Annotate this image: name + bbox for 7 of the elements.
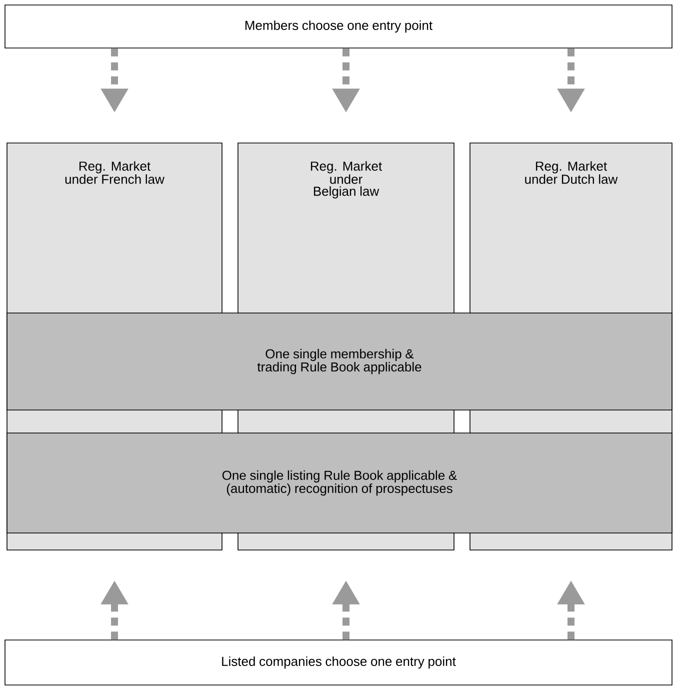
- entry-box: Listed companies choose one entry point: [4, 640, 672, 686]
- rule-band: One single listing Rule Book applicable & (automatic) recognition of prospectuses: [6, 432, 672, 534]
- entry-box: Members choose one entry point: [4, 4, 672, 48]
- column-label: Reg. Market under Belgian law: [310, 161, 382, 198]
- column-label: Reg. Market under French law: [65, 161, 164, 184]
- rule-band: One single membership & trading Rule Book applicable: [6, 312, 672, 410]
- column-label: Reg. Market under Dutch law: [525, 161, 618, 184]
